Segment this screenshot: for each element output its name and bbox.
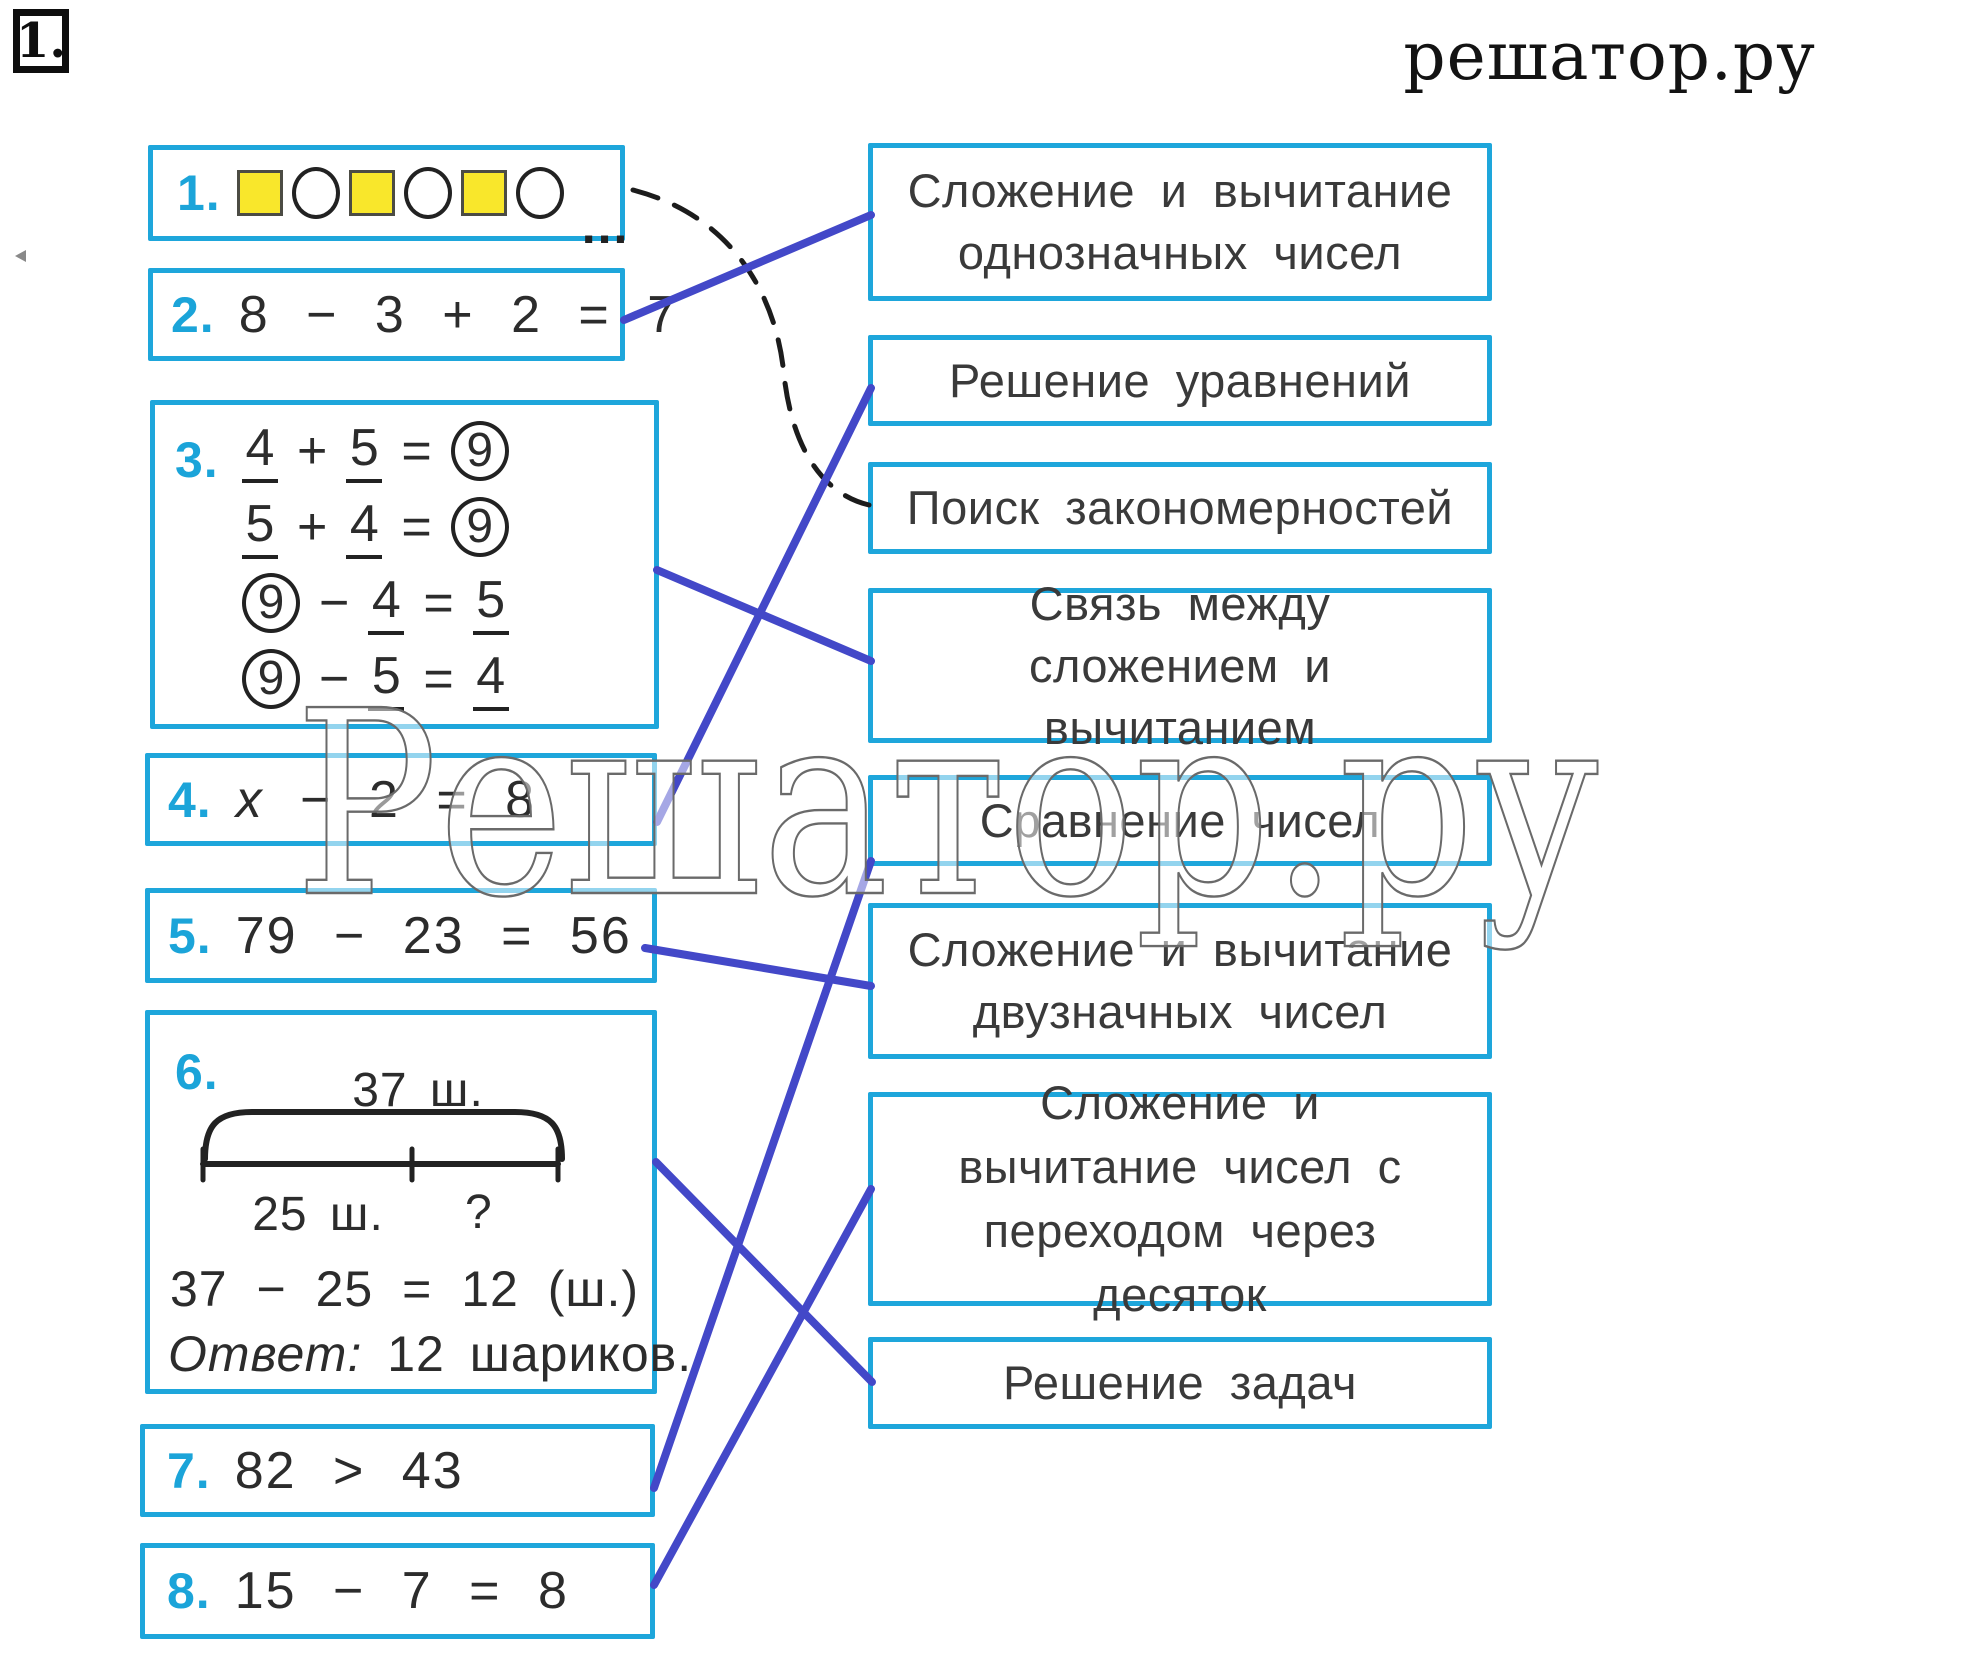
topic-box-crossing-ten[interactable]: Сложение и вычитание чисел с переходом ч… xyxy=(868,1076,1492,1321)
topic-box-patterns[interactable]: Поиск закономерностей xyxy=(868,462,1492,554)
match-line-7-to-E xyxy=(650,857,875,1492)
circled-sum: 9 xyxy=(450,420,509,481)
diagram-total-label: 37 ш. xyxy=(352,1064,484,1117)
task-box-4[interactable]: 4. x − 2 = 8 xyxy=(145,753,657,846)
task-box-6[interactable]: 6. 37 ш. 25 ш. ? 37 − 25 = 12 (ш.) Ответ… xyxy=(145,1010,691,1394)
diagram-part1-label: 25 ш. xyxy=(252,1188,384,1241)
equals-sign: = xyxy=(423,573,454,632)
circled-sum: 9 xyxy=(450,496,509,557)
topic-label: Сложение и вычитание чисел с переходом ч… xyxy=(958,1076,1402,1321)
square-shape xyxy=(460,170,507,216)
match-line-3-to-D xyxy=(653,566,875,665)
circle-shape xyxy=(403,167,452,219)
match-line-4-to-B xyxy=(653,384,875,826)
margin-mark-icon xyxy=(15,250,26,262)
equation-row-1: 4 + 5 = 9 xyxy=(242,418,509,483)
addend: 4 xyxy=(346,494,383,559)
equation-row-4: 9 − 5 = 4 xyxy=(242,646,509,711)
equals-sign: = xyxy=(401,421,432,480)
task-box-1[interactable]: 1. ... xyxy=(148,145,627,251)
circle-shape xyxy=(291,167,340,219)
operator: + xyxy=(297,497,328,556)
task-box-8[interactable]: 8. 15 − 7 = 8 xyxy=(140,1543,655,1639)
task-box-5[interactable]: 5. 79 − 23 = 56 xyxy=(145,888,657,983)
equation-row-2: 5 + 4 = 9 xyxy=(242,494,509,559)
circled-sum: 9 xyxy=(242,648,300,709)
square-shape xyxy=(236,170,283,216)
pattern-sequence xyxy=(236,167,564,219)
topic-label: Сложение и вычитание двузначных чисел xyxy=(907,923,1453,1038)
subtrahend: 4 xyxy=(368,570,405,635)
pattern-ellipsis: ... xyxy=(581,198,630,254)
topic-box-add-sub-relation[interactable]: Связь между сложением и вычитанием xyxy=(868,577,1492,754)
task-number-5: 5. xyxy=(168,907,212,964)
task-2-expression: 8 − 3 + 2 = 7 xyxy=(238,285,679,344)
task-number-8: 8. xyxy=(167,1563,211,1619)
operator: + xyxy=(297,421,328,480)
topic-label: Связь между сложением и вычитанием xyxy=(1028,576,1332,754)
match-line-8-to-G xyxy=(650,1185,875,1589)
topic-box-two-digit-add-sub[interactable]: Сложение и вычитание двузначных чисел xyxy=(868,903,1492,1059)
topic-label: Сложение и вычитание однозначных чисел xyxy=(907,164,1453,279)
exercise-number-box: 1. xyxy=(13,9,69,73)
equation-row-3: 9 − 4 = 5 xyxy=(242,570,509,635)
equals-sign: = xyxy=(423,649,454,708)
topic-box-word-problems[interactable]: Решение задач xyxy=(868,1337,1492,1429)
match-line-1-to-C xyxy=(630,187,872,508)
topic-label: Сравнение чисел xyxy=(979,793,1381,847)
task-number-7: 7. xyxy=(167,1442,211,1499)
square-shape xyxy=(348,170,395,216)
diagram-unknown-label: ? xyxy=(465,1186,493,1239)
task-5-expression: 79 − 23 = 56 xyxy=(235,906,632,965)
difference: 4 xyxy=(472,646,509,711)
equation-rest: − 2 = 8 xyxy=(300,770,537,829)
task-8-expression: 15 − 7 = 8 xyxy=(234,1562,569,1620)
topic-box-equations[interactable]: Решение уравнений xyxy=(868,335,1492,426)
operator: − xyxy=(319,649,350,708)
task-number-6: 6. xyxy=(175,1044,219,1100)
task-4-expression: x − 2 = 8 xyxy=(236,770,536,830)
exercise-number: 1. xyxy=(15,13,67,69)
fact-family-rows: 4 + 5 = 9 5 + 4 = 9 9 − 4 = 5 9 xyxy=(242,418,509,711)
task-number-1: 1. xyxy=(177,165,221,221)
task-7-expression: 82 > 43 xyxy=(234,1441,464,1500)
subtrahend: 5 xyxy=(368,646,405,711)
topic-label: Поиск закономерностей xyxy=(906,481,1454,534)
task-6-equation: 37 − 25 = 12 (ш.) xyxy=(170,1261,640,1317)
task-box-2[interactable]: 2. 8 − 3 + 2 = 7 xyxy=(148,268,676,361)
answer-label: Ответ: xyxy=(168,1326,363,1382)
task-number-3: 3. xyxy=(175,432,219,488)
task-number-2: 2. xyxy=(171,286,215,343)
match-line-5-to-F xyxy=(641,944,875,990)
circle-shape xyxy=(515,167,564,219)
task-6-answer: Ответ: 12 шариков. xyxy=(168,1325,692,1383)
topic-label: Решение задач xyxy=(1003,1356,1357,1409)
task-box-3[interactable]: 3. 4 + 5 = 9 5 + 4 = 9 9 − 4 = 5 xyxy=(150,400,659,729)
equals-sign: = xyxy=(401,497,432,556)
topic-box-single-digit-add-sub[interactable]: Сложение и вычитание однозначных чисел xyxy=(868,143,1492,301)
circled-sum: 9 xyxy=(242,572,300,633)
addend: 4 xyxy=(242,418,278,483)
addend: 5 xyxy=(346,418,383,483)
operator: − xyxy=(319,573,350,632)
difference: 5 xyxy=(472,570,509,635)
variable-x: x xyxy=(235,770,264,829)
task-number-4: 4. xyxy=(168,771,212,828)
topic-label: Решение уравнений xyxy=(949,353,1411,407)
addend: 5 xyxy=(242,494,278,559)
answer-text: 12 шариков. xyxy=(387,1326,693,1382)
site-header: решатор.ру xyxy=(1403,18,1816,95)
topic-box-number-comparison[interactable]: Сравнение чисел xyxy=(868,775,1492,866)
task-box-7[interactable]: 7. 82 > 43 xyxy=(140,1424,655,1517)
